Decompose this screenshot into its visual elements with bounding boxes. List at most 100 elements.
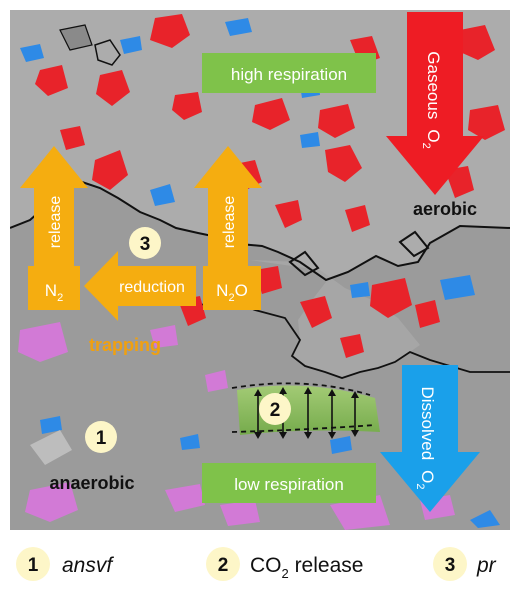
- gaseous-o2-base: O: [424, 129, 443, 142]
- aerobic-lobe: [250, 260, 420, 378]
- marker-1-circle: [85, 421, 117, 453]
- low-respiration-box: [202, 463, 376, 503]
- pink-patch: [205, 370, 228, 392]
- pore-contour: [59, 24, 93, 51]
- pink-patch: [330, 495, 390, 530]
- blue-patch: [150, 184, 175, 206]
- high-respiration-label: high respiration: [231, 65, 347, 84]
- pink-patches: [18, 322, 455, 530]
- reduction-arrow: [84, 251, 196, 321]
- red-patch: [96, 70, 130, 106]
- anaerobic-label: anaerobic: [49, 473, 134, 493]
- red-patch: [325, 145, 362, 182]
- pore-contour: [398, 230, 430, 258]
- pore-contour: [288, 250, 320, 277]
- blue-patch: [20, 44, 44, 62]
- gaseous-o2-sub: 2: [420, 143, 432, 149]
- red-patch: [468, 105, 505, 140]
- gaseous-o2-arrow: [386, 12, 484, 195]
- legend-2-number: 2: [218, 555, 229, 576]
- red-patch: [275, 200, 302, 228]
- legend-item-3: 3 pr: [433, 547, 497, 581]
- blue-patch: [120, 36, 142, 54]
- blue-patch: [225, 18, 252, 36]
- right-release-label: release: [221, 196, 238, 249]
- pore-contour: [94, 39, 121, 66]
- red-patch: [252, 98, 290, 130]
- red-patch: [318, 104, 355, 138]
- n2-sub: 2: [57, 292, 63, 304]
- legend-1-text: ansvf: [62, 554, 114, 577]
- low-respiration-label: low respiration: [234, 475, 344, 494]
- dissolved-label: Dissolved: [418, 386, 437, 460]
- legend-1-circle: [16, 547, 50, 581]
- dissolved-o2-arrow: [380, 365, 480, 512]
- right-release-arrow: [194, 146, 262, 266]
- pink-patch: [220, 500, 260, 526]
- gaseous-label: Gaseous: [424, 51, 443, 119]
- red-patch: [60, 126, 85, 150]
- high-respiration-box: [202, 53, 376, 93]
- blue-patch: [330, 436, 352, 454]
- red-patch: [35, 65, 68, 96]
- marker-1: 1: [85, 421, 117, 453]
- red-patch: [415, 300, 440, 328]
- marker-3-number: 3: [140, 234, 151, 255]
- gaseous-o2-text: GaseousO2: [420, 51, 443, 148]
- marker-3: 3: [129, 227, 161, 259]
- co2-dashed-lower: [231, 424, 376, 433]
- legend-2-rest: release: [289, 554, 364, 577]
- mineral-particle: [30, 430, 72, 465]
- n2o-sub: 2: [228, 292, 234, 304]
- reduction-label: reduction: [119, 279, 185, 296]
- blue-patch: [180, 434, 200, 450]
- legend-2-base: CO: [250, 554, 282, 577]
- n2o-box: [203, 266, 261, 310]
- svg-text:DissolvedO2: DissolvedO2: [414, 386, 437, 489]
- red-patch: [92, 150, 128, 190]
- marker-1-number: 1: [96, 428, 107, 449]
- n2o-n: N: [216, 281, 228, 300]
- n2-box: [28, 266, 80, 310]
- aerobic-label: aerobic: [413, 199, 477, 219]
- red-patch: [255, 266, 282, 294]
- legend-item-1: 1 ansvf: [16, 547, 114, 581]
- aerobic-zone: [10, 10, 510, 280]
- legend-3-number: 3: [445, 555, 456, 576]
- svg-text:GaseousO2: GaseousO2: [420, 51, 443, 148]
- red-patch: [460, 25, 495, 60]
- legend-2-circle: [206, 547, 240, 581]
- dissolved-o2-text: DissolvedO2: [414, 386, 437, 489]
- pink-patch: [150, 325, 178, 348]
- blue-patch: [440, 275, 475, 300]
- legend-1-number: 1: [28, 555, 39, 576]
- left-release-arrow: [20, 146, 88, 266]
- blue-patch: [350, 282, 370, 298]
- legend-2-sub: 2: [282, 566, 289, 581]
- legend: 1 ansvf 2 CO2 release 3 pr: [16, 547, 497, 581]
- n2-base: N: [45, 281, 57, 300]
- red-patch: [340, 334, 364, 358]
- marker-2-number: 2: [270, 400, 281, 421]
- blue-patch: [470, 510, 500, 528]
- marker-3-circle: [129, 227, 161, 259]
- red-patch: [300, 296, 332, 328]
- red-patch: [150, 14, 190, 48]
- dissolved-o2-base: O: [418, 470, 437, 483]
- legend-3-circle: [433, 547, 467, 581]
- co2-arrowheads: [254, 387, 359, 439]
- blue-patch: [300, 132, 320, 148]
- marker-2: 2: [259, 393, 291, 425]
- blue-patch: [40, 416, 62, 434]
- pink-patch: [25, 482, 78, 522]
- red-patch: [345, 205, 370, 232]
- n2o-label: N2O: [216, 281, 248, 304]
- marker-2-circle: [259, 393, 291, 425]
- legend-3-text: pr: [476, 554, 497, 577]
- red-patch: [172, 92, 202, 120]
- dissolved-o2-sub: 2: [414, 483, 426, 489]
- pink-patch: [18, 322, 68, 362]
- n2o-o: O: [235, 281, 248, 300]
- n2-label: N2: [45, 281, 63, 304]
